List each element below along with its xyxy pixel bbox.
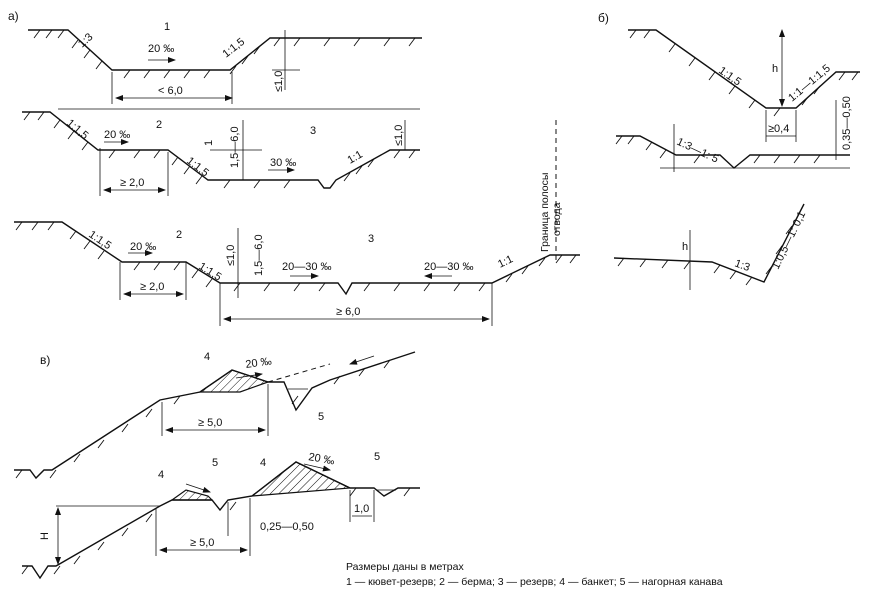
label-slope-0-5-0-1: 1:0,5—1: 0,1 — [770, 209, 808, 271]
diagram-labels: а) б) в) 1 1:3 20 ‰ 1:1,5 ≤1,0 < 6,0 2 3… — [8, 9, 853, 588]
units-note: Размеры даны в метрах — [346, 561, 464, 573]
label-range-1-5-6: 1,5—6,0 — [229, 126, 241, 168]
label-grade-20-30: 20—30 ‰ — [282, 261, 332, 273]
section-v-1 — [14, 351, 416, 480]
label-grade-20-v: 20 ‰ — [307, 451, 335, 467]
label-2: 2 — [176, 229, 182, 241]
label-grade-20-30: 20—30 ‰ — [424, 261, 474, 273]
label-5: 5 — [318, 411, 324, 423]
section-a-2 — [22, 108, 420, 196]
label-4: 4 — [260, 457, 266, 469]
label-h: h — [682, 241, 688, 253]
label-slope-1-1-5: 1:1,5 — [716, 65, 743, 89]
panel-label-b: б) — [598, 11, 609, 25]
label-grade-20: 20 ‰ — [104, 129, 130, 141]
label-boundary-line1: Граница полосы — [539, 173, 551, 252]
label-2: 2 — [156, 119, 162, 131]
label-3: 3 — [310, 125, 316, 137]
label-ge-2: ≥ 2,0 — [140, 281, 164, 293]
label-1: 1 — [164, 21, 170, 33]
label-ge-5: ≥ 5,0 — [198, 417, 222, 429]
label-slope-1-1: 1:1 — [346, 149, 365, 167]
panel-label-v: в) — [40, 353, 50, 367]
label-one-zero: 1,0 — [354, 503, 369, 515]
label-range-1-5-6: 1,5—6,0 — [253, 234, 265, 276]
section-b-1 — [628, 29, 860, 160]
section-b-3 — [613, 203, 805, 290]
label-grade-20: 20 ‰ — [148, 43, 174, 55]
section-a-3 — [14, 120, 580, 326]
label-range-0-35-0-50: 0,35—0,50 — [841, 96, 853, 150]
label-slope-1-3-1-5: 1:3—1: 5 — [675, 136, 721, 166]
label-le-1: ≤1,0 — [393, 125, 405, 146]
label-3: 3 — [368, 233, 374, 245]
label-ge-2: ≥ 2,0 — [120, 177, 144, 189]
label-5: 5 — [212, 457, 218, 469]
label-4: 4 — [204, 351, 210, 363]
label-ge-6: ≥ 6,0 — [336, 306, 360, 318]
label-slope-1-1-5: 1:1,5 — [220, 36, 247, 61]
label-slope-1-1-5: 1:1,5 — [196, 260, 223, 283]
label-lt-6: < 6,0 — [158, 85, 183, 97]
label-slope-1-1-5: 1:1,5 — [86, 229, 113, 253]
legend-note: 1 — кювет-резерв; 2 — берма; 3 — резерв;… — [346, 576, 723, 588]
label-slope-1-1-1-5: 1:1—1:1,5 — [786, 62, 833, 104]
section-b-2 — [615, 124, 850, 172]
label-le-1: ≤1,0 — [273, 71, 285, 92]
label-ge-0-4: ≥0,4 — [768, 123, 789, 135]
label-grade-30: 30 ‰ — [270, 157, 296, 169]
section-v-2 — [21, 461, 420, 580]
label-slope-1-1-5: 1:1,5 — [184, 155, 211, 180]
panel-label-a: а) — [8, 9, 19, 23]
label-ge-5: ≥ 5,0 — [190, 537, 214, 549]
label-grade-20: 20 ‰ — [130, 241, 156, 253]
label-boundary-line2: отвода — [551, 202, 563, 236]
label-h: h — [772, 63, 778, 75]
label-slope-1-3: 1:3 — [733, 258, 751, 275]
label-slope-1-3: 1:3 — [76, 31, 95, 50]
label-one-dim: 1 — [203, 140, 215, 146]
label-grade-20-v: 20 ‰ — [245, 355, 273, 371]
label-range-0-25-0-50: 0,25—0,50 — [260, 521, 314, 533]
label-5: 5 — [374, 451, 380, 463]
label-le-1: ≤1,0 — [225, 245, 237, 266]
label-slope-1-1: 1:1 — [496, 253, 515, 270]
section-a-1 — [28, 29, 422, 104]
label-H: H — [39, 532, 51, 540]
label-4: 4 — [158, 469, 164, 481]
